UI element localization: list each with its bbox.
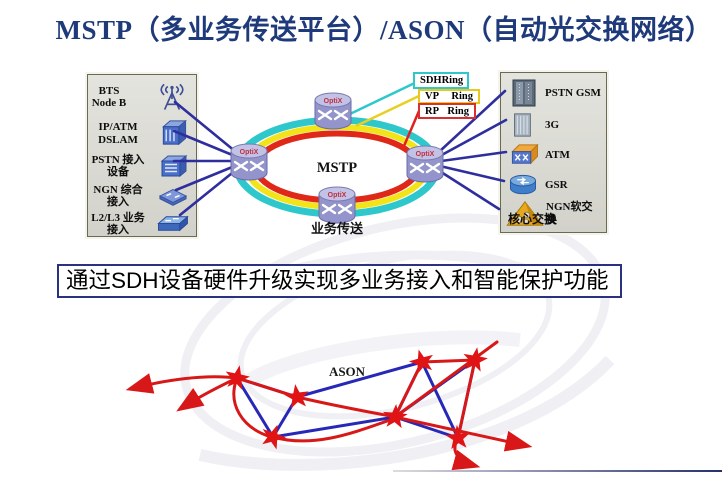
bts-antenna-icon bbox=[160, 83, 184, 110]
bottom-divider bbox=[393, 470, 722, 472]
access-item-label: NGN 综合接入 bbox=[93, 183, 143, 208]
access-item-label: PSTN 接入设备 bbox=[91, 153, 145, 178]
list-item: PSTN 接入设备 bbox=[88, 150, 196, 182]
svg-text:OptiX: OptiX bbox=[416, 151, 435, 158]
statement-text: 通过SDH设备硬件升级实现多业务接入和智能保护功能 bbox=[66, 268, 609, 293]
rp-ring-band bbox=[253, 130, 421, 204]
star-node bbox=[257, 420, 290, 452]
page-title: MSTP（多业务传送平台）/ASON（自动光交换网络） bbox=[55, 15, 713, 45]
core-item-label: NGN软交换 bbox=[546, 201, 593, 226]
legend-word: SDH bbox=[420, 75, 442, 86]
list-item: ATM bbox=[501, 139, 606, 171]
star-node bbox=[406, 346, 437, 376]
svg-text:OptiX: OptiX bbox=[328, 192, 347, 199]
svg-text:OptiX: OptiX bbox=[240, 149, 259, 156]
optix-node bbox=[317, 185, 357, 225]
access-item-label: IP/ATM DSLAM bbox=[98, 121, 138, 146]
ring-center-label: MSTP bbox=[317, 160, 357, 176]
ason-blue-links bbox=[235, 358, 477, 440]
legend-vp-ring: VP Ring bbox=[418, 89, 480, 104]
core-item-label: PSTN GSM bbox=[545, 86, 601, 99]
optix-node bbox=[405, 144, 445, 184]
optix-node-labels: OptiX OptiX OptiX OptiX bbox=[240, 98, 435, 199]
core-item-label: ATM bbox=[545, 148, 570, 161]
list-item: NGN 综合接入 bbox=[88, 182, 196, 210]
ason-red-paths bbox=[125, 340, 533, 471]
ring-caption: 业务传送 bbox=[311, 221, 364, 236]
access-item-label: BTS Node B bbox=[91, 84, 127, 109]
list-item: L2/L3 业务接入 bbox=[88, 210, 196, 238]
list-item: NGN软交换 bbox=[501, 200, 606, 227]
list-item: PSTN GSM bbox=[501, 75, 606, 111]
pstn-gsm-rack-icon bbox=[512, 79, 536, 107]
core-network-panel: PSTN GSM 3G ATM GSR bbox=[500, 72, 607, 233]
ason-label: ASON bbox=[329, 364, 366, 379]
star-node bbox=[460, 345, 490, 373]
star-node bbox=[381, 402, 409, 429]
legend-word: Ring bbox=[447, 105, 469, 117]
legend-word: Ring bbox=[451, 91, 473, 102]
statement-banner: 通过SDH设备硬件升级实现多业务接入和智能保护功能 bbox=[57, 264, 622, 298]
sdh-ring-band bbox=[233, 116, 441, 218]
core-switch-label: 核心交换 bbox=[508, 212, 557, 226]
access-equipment-panel: BTS Node B IP/ATM DSLAM PSTN 接入设备 bbox=[87, 74, 197, 237]
mstp-ring bbox=[233, 116, 441, 218]
legend-rp-ring: RP Ring bbox=[418, 103, 476, 119]
svg-text:OptiX: OptiX bbox=[324, 98, 343, 105]
legend-word: VP bbox=[425, 91, 439, 102]
ngn-access-router-icon bbox=[158, 188, 188, 206]
list-item: IP/ATM DSLAM bbox=[88, 117, 196, 150]
list-item: GSR bbox=[501, 171, 606, 200]
gsr-router-icon bbox=[509, 174, 537, 195]
core-item-label: GSR bbox=[545, 179, 568, 192]
pstn-access-device-icon bbox=[160, 154, 188, 178]
3g-rack-icon bbox=[514, 113, 531, 137]
star-node bbox=[282, 382, 311, 410]
list-item: BTS Node B bbox=[88, 77, 196, 117]
legend-sdh-ring: SDH Ring bbox=[413, 72, 469, 89]
optix-node bbox=[229, 142, 269, 182]
ason-star-nodes bbox=[222, 345, 490, 452]
legend-word: RP bbox=[425, 105, 439, 117]
legend-connectors bbox=[349, 78, 422, 147]
optix-node bbox=[313, 91, 353, 131]
vp-ring-band bbox=[244, 124, 430, 210]
star-node bbox=[444, 423, 472, 450]
softswitch-pyramid-icon bbox=[506, 200, 544, 226]
access-item-label: L2/L3 业务接入 bbox=[91, 211, 145, 236]
atm-switch-icon bbox=[511, 143, 539, 164]
l2l3-switch-icon bbox=[157, 215, 189, 231]
dslam-cabinet-icon bbox=[162, 119, 187, 146]
list-item: 3G bbox=[501, 111, 606, 139]
star-node bbox=[222, 362, 252, 391]
core-item-label: 3G bbox=[545, 118, 560, 131]
legend-word: Ring bbox=[441, 75, 464, 86]
